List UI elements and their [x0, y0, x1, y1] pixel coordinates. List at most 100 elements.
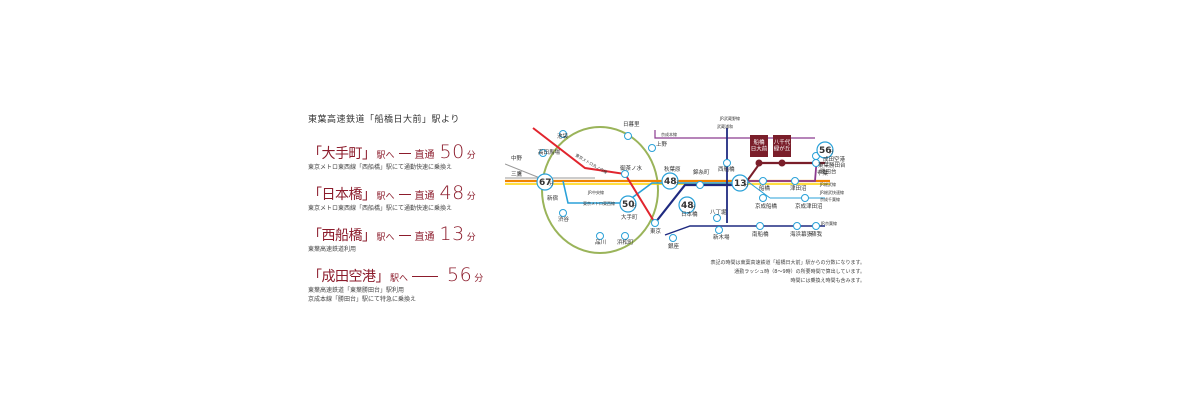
time-circle-shinjuku: 67 分	[536, 173, 554, 191]
line-label-musashino: JR武蔵野線	[719, 115, 740, 121]
entry-narita: 「成田空港」 駅へ 56 分 東葉高速鉄道「東葉勝田台」駅利用 京成本線「勝田台…	[308, 264, 508, 304]
entry-minutes: 13	[439, 223, 465, 245]
station-dot-shibuya	[559, 209, 567, 217]
station-dot-funabashi	[759, 177, 767, 185]
line-label-sobu: JR総武線	[819, 181, 836, 187]
footnote: 表記の時間は東葉高速鉄道「船橋日大前」駅からの分数になります。 通勤ラッシュ時（…	[700, 259, 865, 286]
station-label-otemachi: 大手町	[621, 213, 638, 221]
station-label-shinjuku: 新宿	[547, 194, 559, 202]
station-label-kaihin: 海浜幕張	[790, 230, 813, 238]
footnote-line: 時間には乗換え時間も含みます。	[790, 278, 865, 284]
entry-unit: 分	[474, 274, 484, 284]
dash-line	[398, 235, 411, 236]
station-label-shibuya: 渋谷	[558, 215, 570, 223]
line-label-tozai: 東京メトロ東西線	[583, 200, 615, 206]
time-value: 13	[734, 179, 747, 189]
station-dot-shinagawa	[596, 232, 604, 240]
station-label-nihonbashi: 日本橋	[681, 210, 698, 218]
dash-line	[412, 276, 439, 277]
station-dot-nishifunabashi-label	[723, 159, 731, 167]
station-label-narita: 成田空港	[823, 155, 845, 163]
line-label-sobu-rapid: JR総武快速線	[819, 189, 844, 195]
station-label-ueno: 上野	[656, 140, 668, 148]
entry-nihonbashi: 「日本橋」 駅へ 直通 48 分 東京メトロ東西線「西船橋」駅にて通勤快速に乗換…	[308, 182, 508, 213]
station-label-ikebukuro: 池袋	[557, 132, 569, 140]
station-dot-keisei-funabashi	[759, 194, 767, 202]
station-dot-shinkiba	[715, 226, 723, 234]
station-dot-hamamatsucho	[621, 232, 629, 240]
station-dot-keisei-tsudanuma	[801, 194, 809, 202]
dest-dot	[755, 159, 763, 167]
station-label-tsudanuma: 津田沼	[790, 184, 807, 192]
station-dot-ochanomizu	[621, 170, 629, 178]
station-label-funabashi: 船橋	[759, 184, 771, 192]
line-label-keiyo: JR京葉線	[820, 220, 837, 226]
station-label-ochanomizu: 御茶ノ水	[620, 164, 643, 172]
time-circle-nihonbashi: 48 分	[678, 196, 696, 214]
station-label-nakano: 中野	[511, 154, 523, 162]
station-label-hamamatsucho: 浜松町	[617, 238, 634, 246]
station-dot-tsudanuma	[791, 177, 799, 185]
station-label-hatchobori: 八丁堀	[710, 208, 727, 216]
dash-line	[398, 194, 411, 195]
station-dot-kinshicho	[696, 181, 704, 189]
dash-line	[398, 153, 411, 154]
dest-funabashi-nichidaimae: 船橋日大前	[750, 135, 768, 167]
station-label-minamifunabashi: 南船橋	[752, 230, 769, 238]
entry-note: 東葉高速鉄道利用	[308, 246, 357, 253]
dest-label: 船橋日大前	[751, 138, 768, 152]
entry-via: 直通	[414, 150, 435, 161]
entry-station: 「大手町」	[308, 146, 376, 162]
entry-station: 「日本橋」	[308, 187, 376, 203]
station-label-akihabara: 秋葉原	[664, 165, 681, 173]
time-circle-akihabara: 48 分	[661, 172, 679, 190]
station-label-hatchodai: 東葉勝田台/勝田台	[818, 161, 845, 175]
time-value: 48	[664, 177, 677, 187]
station-musashi-urawa: 武蔵浦和	[717, 123, 733, 129]
time-unit: 分	[674, 179, 679, 186]
station-dot-takadanobaba	[539, 149, 547, 157]
station-label-tokyo: 東京	[650, 227, 662, 235]
dest-yachiyo-midorigaoka: 八千代緑が丘	[773, 135, 791, 167]
time-unit: 分	[744, 181, 749, 188]
station-label-keisei-funabashi: 京成船橋	[755, 202, 778, 210]
entry-note: 京成本線「勝田台」駅にて特急に乗換え	[308, 296, 417, 303]
station-label-takadanobaba: 高田馬場	[538, 148, 561, 156]
marunouchi-line	[532, 127, 656, 224]
entry-unit: 分	[466, 151, 476, 161]
station-label-kinshicho: 錦糸町	[693, 168, 710, 176]
time-circle-otemachi: 50 分	[619, 195, 637, 213]
station-label-nishifunabashi: 西船橋	[718, 165, 735, 173]
time-value: 67	[539, 178, 552, 188]
time-circle-nishifunabashi: 13 分	[731, 174, 749, 192]
time-unit: 分	[691, 203, 696, 210]
entry-station: 「西船橋」	[308, 228, 376, 244]
dest-dot	[778, 159, 786, 167]
entry-unit: 分	[466, 233, 476, 243]
station-label-nippori: 日暮里	[623, 120, 640, 128]
entry-otemachi: 「大手町」 駅へ 直通 50 分 東京メトロ東西線「西船橋」駅にて通勤快速に乗換…	[308, 141, 508, 172]
time-value: 56	[819, 146, 832, 156]
station-dot-ueno	[648, 144, 656, 152]
entry-nishifunabashi: 「西船橋」 駅へ 直通 13 分 東葉高速鉄道利用	[308, 223, 508, 254]
entry-note: 東京メトロ東西線「西船橋」駅にて通勤快速に乗換え	[308, 205, 453, 212]
station-dot-nippori	[624, 132, 632, 140]
time-unit: 分	[549, 180, 554, 187]
time-circle-narita: 56 分	[816, 141, 834, 159]
station-dot-ginza	[669, 234, 677, 242]
station-label-shinagawa: 品川	[595, 239, 606, 246]
time-unit: 分	[829, 148, 834, 155]
line-label-keisei: 京成本線	[661, 131, 677, 137]
entry-note: 東葉高速鉄道「東葉勝田台」駅利用	[308, 287, 405, 294]
station-label-shinkiba: 新木場	[713, 233, 730, 241]
access-info: 東葉高速鉄道「船橋日大前」駅より 「大手町」 駅へ 直通 50 分 東京メトロ東…	[308, 112, 508, 314]
entry-via: 直通	[414, 232, 435, 243]
station-label-soga: 蘇我	[811, 230, 823, 238]
line-label-keisei-chiba: 京成千葉線	[820, 196, 840, 202]
time-value: 50	[622, 200, 635, 210]
station-label-keisei-tsudanuma: 京成津田沼	[795, 202, 823, 210]
entry-suffix: 駅へ	[376, 151, 395, 161]
entry-minutes: 50	[439, 141, 465, 163]
entry-suffix: 駅へ	[390, 274, 409, 284]
